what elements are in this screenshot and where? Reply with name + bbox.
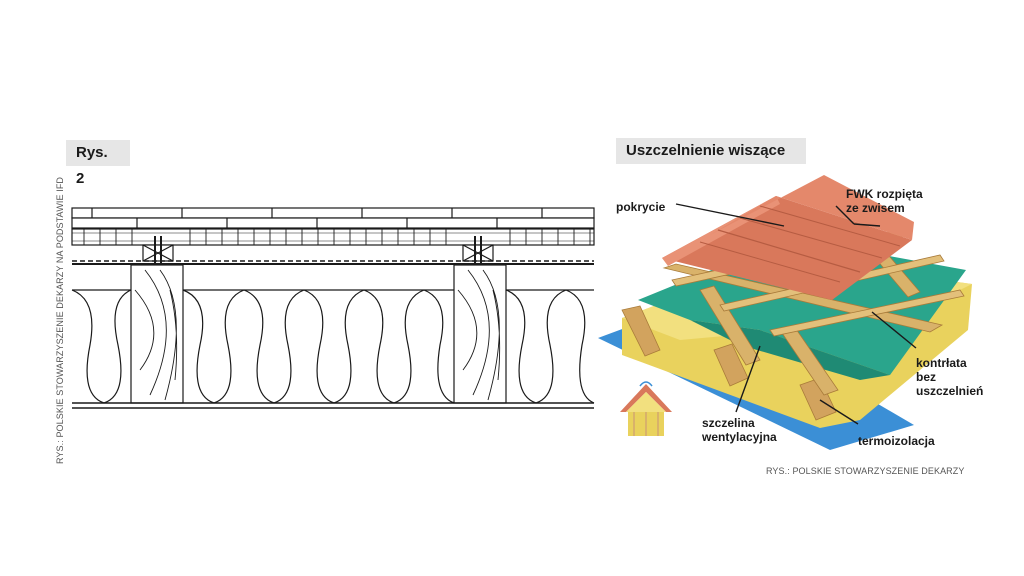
callout-pokrycie: pokrycie: [616, 200, 666, 214]
roof-cross-section-drawing: [71, 207, 595, 409]
section-title: Uszczelnienie wiszące: [616, 138, 806, 164]
callout-fwk-line1: FWK rozpięta: [846, 187, 923, 201]
callout-fwk: FWK rozpięta ze zwisem: [846, 187, 923, 215]
callout-kontrlata-line2: bez: [916, 370, 937, 384]
roof-icon: [620, 381, 672, 436]
right-credit: RYS.: POLSKIE STOWARZYSZENIE DEKARZY: [766, 466, 965, 476]
boarding-layer: [71, 228, 595, 246]
callout-fwk-line2: ze zwisem: [846, 201, 905, 215]
roof-tiles-3d: [662, 175, 914, 300]
callout-kontrlata: kontrłata bez uszczelnień: [916, 356, 983, 398]
figure-label: Rys. 2: [66, 140, 130, 187]
callout-termoizolacja: termoizolacja: [858, 434, 935, 448]
callout-szczelina-line2: wentylacyjna: [702, 430, 777, 444]
rafter-right: [453, 264, 507, 404]
callout-leaders: [675, 203, 917, 425]
rafters-3d: [621, 305, 837, 421]
callout-szczelina-line1: szczelina: [702, 416, 755, 430]
tile-row-bottom: [71, 217, 595, 229]
insulation-layer: [71, 289, 595, 409]
callout-szczelina: szczelina wentylacyjna: [702, 416, 777, 444]
rafter-left: [130, 264, 184, 404]
callout-kontrlata-line1: kontrłata: [916, 356, 967, 370]
callout-kontrlata-line3: uszczelnień: [916, 384, 984, 398]
